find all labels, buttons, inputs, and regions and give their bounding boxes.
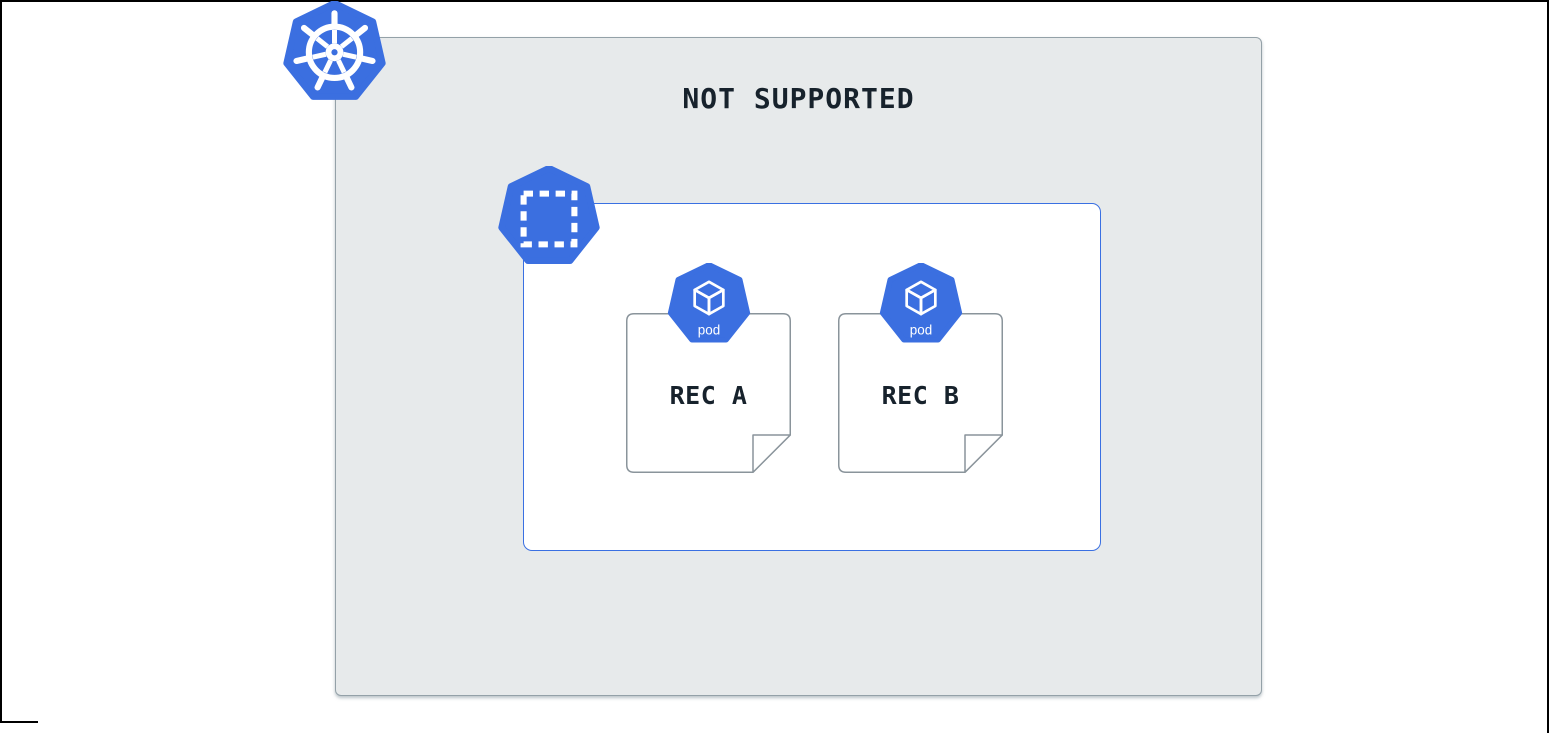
- canvas-frame-bottom-segment: [0, 721, 38, 723]
- folded-corner: [964, 434, 1003, 473]
- diagram-title: NOT SUPPORTED: [682, 82, 915, 115]
- pod-badge-label: pod: [698, 323, 720, 338]
- note-rec-b-label: REC B: [881, 381, 960, 410]
- canvas-frame-left: [0, 0, 2, 723]
- canvas-frame-top: [0, 0, 1549, 2]
- folded-corner: [752, 434, 791, 473]
- namespace-box: [523, 203, 1101, 551]
- pod-badge-label: pod: [910, 323, 932, 338]
- cube-glyph: [693, 280, 725, 316]
- pod-icon: pod: [667, 263, 751, 343]
- note-rec-b: [838, 313, 1003, 473]
- pod-icon: pod: [879, 263, 963, 343]
- kubernetes-logo-icon: [283, 1, 386, 100]
- canvas-frame-right: [1547, 0, 1549, 733]
- note-rec-a: [626, 313, 791, 473]
- dashed-square-glyph: [520, 190, 578, 248]
- note-rec-a-label: REC A: [669, 381, 748, 410]
- namespace-icon: [498, 166, 600, 264]
- cube-glyph: [905, 280, 937, 316]
